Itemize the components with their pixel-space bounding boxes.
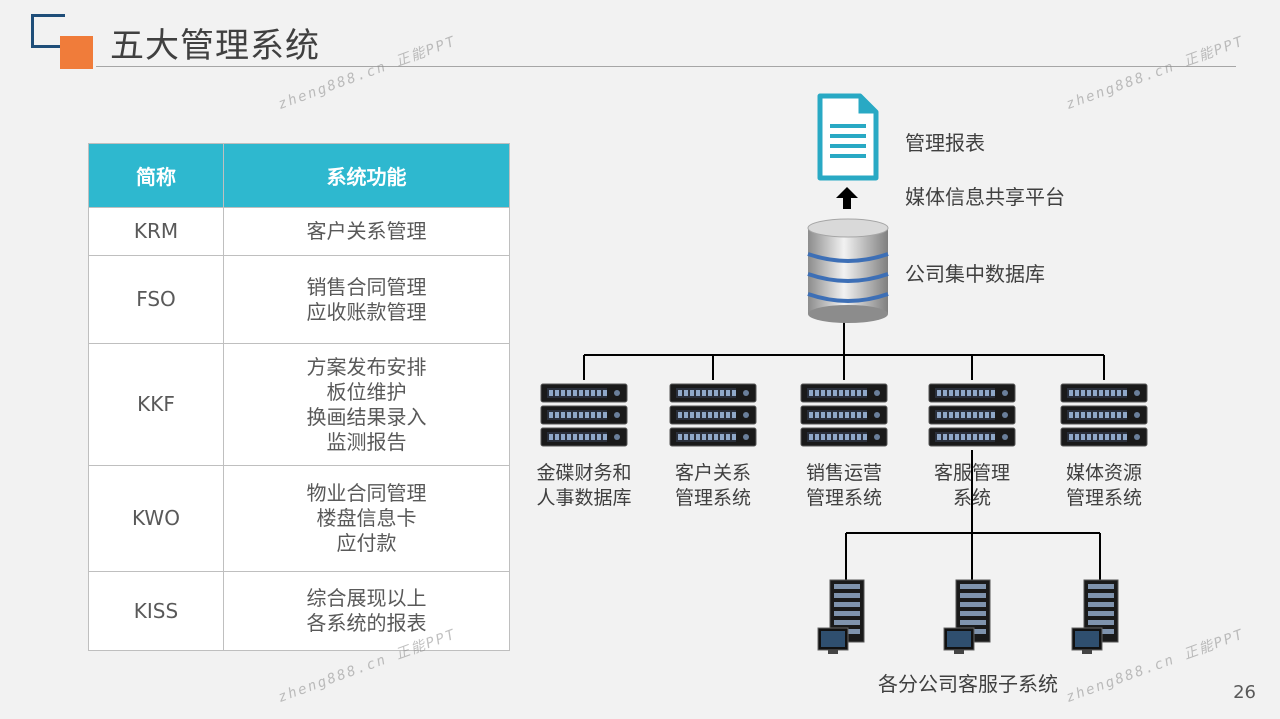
row-function: 综合展现以上 各系统的报表: [223, 571, 510, 651]
table-row: KRM 客户关系管理: [88, 207, 510, 256]
function-line: 各系统的报表: [306, 611, 427, 635]
row-function: 客户关系管理: [223, 207, 510, 256]
function-line: 板位维护: [326, 379, 407, 404]
function-line: 楼盘信息卡: [316, 506, 417, 530]
page-title: 五大管理系统: [110, 26, 320, 66]
server-label: 销售运营管理系统: [779, 461, 909, 511]
function-line: 客户关系管理: [306, 219, 427, 243]
function-line: 方案发布安排: [306, 354, 427, 379]
logo-outline: [31, 14, 65, 48]
document-icon: [817, 93, 879, 181]
database-icon: [807, 218, 889, 323]
page-number: 26: [1233, 682, 1256, 703]
row-abbr: KWO: [88, 465, 224, 572]
function-line: 销售合同管理: [306, 274, 427, 299]
subsystem-label: 各分公司客服子系统: [878, 672, 1058, 696]
server-label: 金碟财务和人事数据库: [519, 461, 649, 511]
report-label: 管理报表: [905, 131, 985, 155]
server-icon: [668, 380, 758, 456]
table-header-row: 简称 系统功能: [88, 143, 510, 208]
server-label: 客服管理系统: [907, 461, 1037, 511]
server-label-line: 金碟财务和: [536, 462, 632, 484]
row-abbr: KRM: [88, 207, 224, 256]
arrow-up-icon: [836, 187, 858, 209]
workstation-icon: [816, 578, 876, 662]
row-abbr: KISS: [88, 571, 224, 651]
function-line: 综合展现以上: [306, 586, 427, 610]
workstation-icon: [1070, 578, 1130, 662]
server-label-line: 人事数据库: [536, 487, 632, 509]
function-line: 换画结果录入: [306, 404, 427, 429]
server-label-line: 管理系统: [1065, 487, 1142, 509]
server-label-line: 系统: [952, 487, 991, 509]
systems-table: 简称 系统功能 KRM 客户关系管理 FSO 销售合同管理 应收账款管理 KKF…: [88, 143, 510, 651]
workstation-icon: [942, 578, 1002, 662]
server-icon: [927, 380, 1017, 456]
server-label-line: 客户关系: [674, 462, 751, 484]
row-function: 销售合同管理 应收账款管理: [223, 255, 510, 344]
server-icon: [1059, 380, 1149, 456]
server-icon: [799, 380, 889, 456]
server-icon: [539, 380, 629, 456]
table-row: KKF 方案发布安排 板位维护 换画结果录入 监测报告: [88, 343, 510, 466]
title-divider: [96, 66, 1236, 67]
server-label-line: 管理系统: [674, 487, 751, 509]
table-row: FSO 销售合同管理 应收账款管理: [88, 255, 510, 344]
row-abbr: KKF: [88, 343, 224, 466]
row-function: 方案发布安排 板位维护 换画结果录入 监测报告: [223, 343, 510, 466]
platform-label: 媒体信息共享平台: [905, 185, 1065, 209]
server-label-line: 管理系统: [805, 487, 882, 509]
function-line: 应付款: [336, 531, 397, 555]
server-label-line: 客服管理: [933, 462, 1010, 484]
row-abbr: FSO: [88, 255, 224, 344]
server-label: 媒体资源管理系统: [1039, 461, 1169, 511]
function-line: 物业合同管理: [306, 481, 427, 505]
logo-square: [60, 36, 93, 69]
function-line: 应收账款管理: [306, 299, 427, 324]
server-label: 客户关系管理系统: [648, 461, 778, 511]
function-line: 监测报告: [326, 429, 407, 454]
server-label-line: 销售运营: [805, 462, 882, 484]
server-label-line: 媒体资源: [1065, 462, 1142, 484]
database-label: 公司集中数据库: [905, 262, 1045, 286]
table-row: KISS 综合展现以上 各系统的报表: [88, 571, 510, 651]
